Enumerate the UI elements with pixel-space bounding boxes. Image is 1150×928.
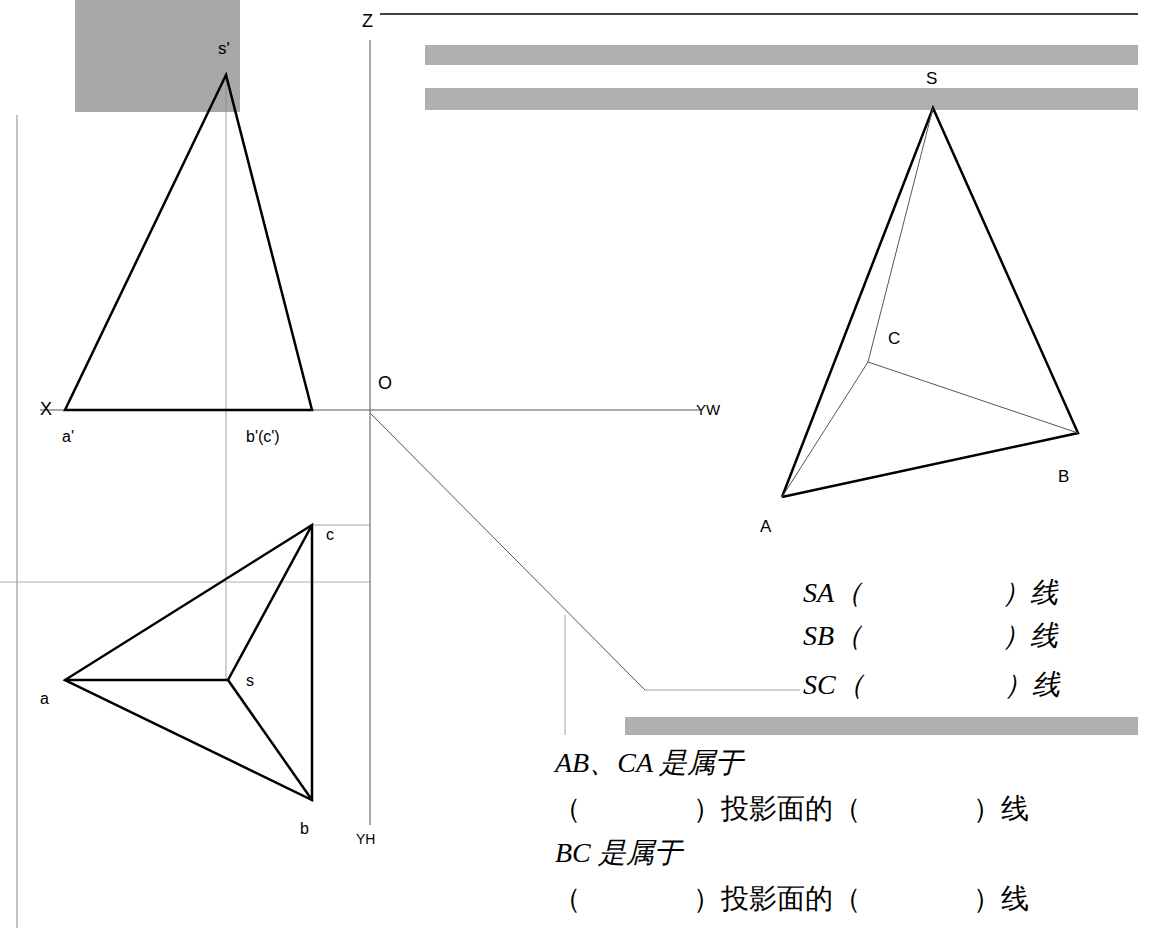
point-label: S — [926, 70, 937, 89]
point-label: YW — [696, 402, 720, 419]
point-label: s — [246, 672, 254, 690]
projection-line — [565, 615, 566, 735]
projection-line — [226, 75, 227, 680]
gray-bar — [425, 45, 1138, 65]
front-view — [65, 75, 312, 410]
projection-line — [645, 690, 800, 691]
point-label: A — [760, 518, 771, 537]
point-label: Z — [362, 12, 373, 32]
border-line — [380, 13, 1138, 15]
question-text: SB（ ）线 — [803, 621, 1058, 652]
gray-bar — [425, 88, 1138, 110]
point-label: a' — [62, 428, 74, 446]
top-view — [65, 525, 312, 800]
z-axis — [370, 40, 371, 825]
point-label: c — [326, 526, 334, 544]
side-view — [782, 108, 1078, 497]
point-label: C — [888, 330, 900, 349]
question-text: SA（ ）线 — [803, 578, 1058, 609]
gray-bar — [625, 717, 1138, 735]
question-text: （ ）投影面的（ ）线 — [553, 884, 1029, 915]
point-label: s' — [218, 40, 230, 59]
point-label: X — [40, 400, 52, 420]
point-label: b'(c') — [246, 428, 280, 446]
point-label: B — [1058, 468, 1069, 487]
border-line — [17, 115, 18, 928]
point-label: O — [378, 374, 392, 394]
point-label: a — [40, 690, 49, 708]
point-label: b — [300, 820, 309, 838]
question-text: BC 是属于 — [555, 838, 682, 869]
projection-line — [312, 525, 370, 526]
question-text: SC（ ）线 — [803, 670, 1060, 701]
miter-line — [370, 413, 645, 690]
question-text: （ ）投影面的（ ）线 — [553, 794, 1029, 825]
question-text: AB、CA 是属于 — [555, 748, 743, 779]
point-label: YH — [356, 832, 375, 847]
projection-line — [0, 582, 370, 583]
